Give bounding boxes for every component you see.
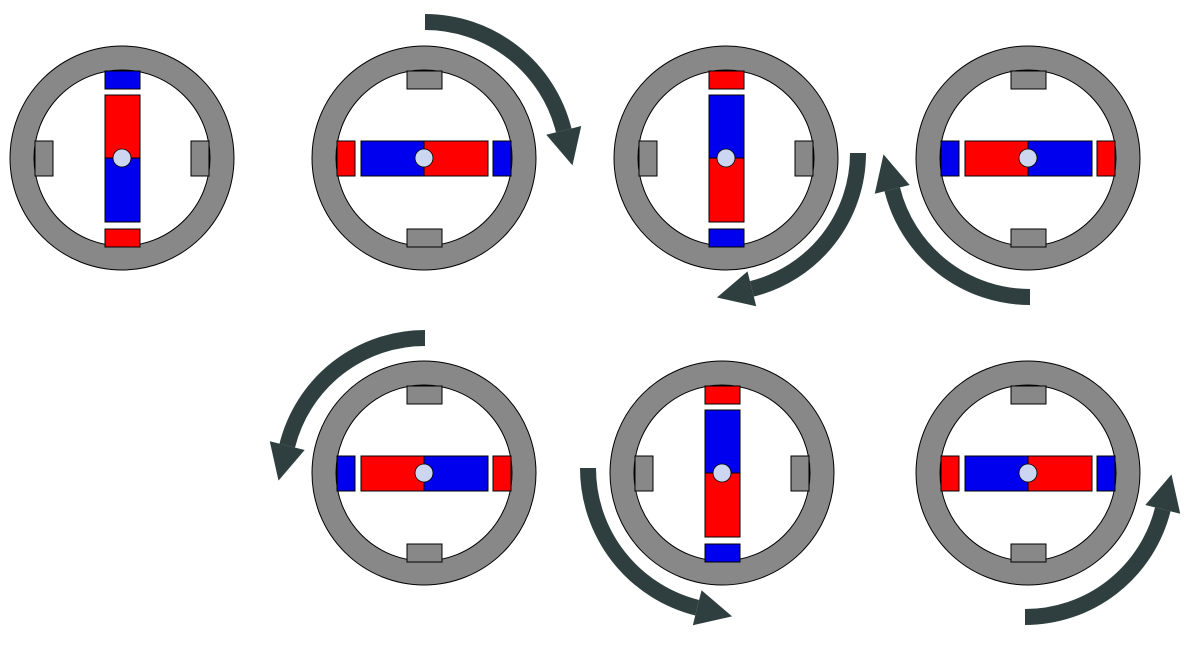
motor-step-2 bbox=[311, 45, 537, 271]
pole-left bbox=[34, 140, 54, 177]
pole-bottom bbox=[1010, 228, 1047, 248]
arrow-shaft bbox=[580, 467, 700, 616]
arrow-shaft bbox=[1024, 507, 1171, 625]
pole-top bbox=[708, 70, 745, 90]
arrow-shaft bbox=[424, 14, 572, 133]
arrow-head-icon bbox=[1145, 474, 1181, 514]
pole-bottom bbox=[406, 228, 443, 248]
motor-step-7 bbox=[915, 360, 1141, 586]
arrow-shaft bbox=[279, 330, 426, 448]
rotor-half-left bbox=[360, 140, 425, 177]
pole-bottom bbox=[1010, 543, 1047, 563]
rotor-hub bbox=[1018, 148, 1038, 168]
rotor-half-top bbox=[104, 94, 141, 159]
pole-right bbox=[492, 455, 512, 492]
rotor-half-top bbox=[708, 94, 745, 159]
motor-step-6 bbox=[609, 360, 835, 586]
pole-right bbox=[790, 455, 810, 492]
rotor-half-left bbox=[360, 455, 425, 492]
pole-left bbox=[638, 140, 658, 177]
arrow-shaft bbox=[884, 187, 1031, 305]
rotor-half-left bbox=[964, 140, 1029, 177]
motor-step-4 bbox=[915, 45, 1141, 271]
pole-top bbox=[704, 385, 741, 405]
pole-left bbox=[940, 140, 960, 177]
pole-left bbox=[336, 140, 356, 177]
rotor-half-right bbox=[1027, 455, 1093, 492]
arrow-head-icon bbox=[716, 271, 757, 307]
rotor-half-right bbox=[1027, 140, 1093, 177]
rotor-hub bbox=[112, 148, 132, 168]
motor-step-5 bbox=[311, 360, 537, 586]
arrow-head-icon bbox=[546, 126, 582, 166]
rotation-arrow-3 bbox=[874, 154, 1031, 305]
rotor-half-right bbox=[423, 455, 489, 492]
pole-left bbox=[940, 455, 960, 492]
rotor-half-right bbox=[423, 140, 489, 177]
rotor-hub bbox=[716, 148, 736, 168]
rotation-arrow-6 bbox=[1024, 474, 1181, 625]
rotor-half-bottom bbox=[104, 157, 141, 223]
motor-step-3 bbox=[613, 45, 839, 271]
pole-bottom bbox=[708, 228, 745, 248]
pole-bottom bbox=[104, 228, 141, 248]
pole-top bbox=[104, 70, 141, 90]
pole-top bbox=[1010, 385, 1047, 405]
rotor-hub bbox=[414, 463, 434, 483]
pole-bottom bbox=[704, 543, 741, 563]
rotation-arrow-2 bbox=[716, 152, 866, 307]
motor-step-1 bbox=[9, 45, 235, 271]
rotor-half-left bbox=[964, 455, 1029, 492]
rotation-arrow-5 bbox=[580, 467, 733, 626]
pole-right bbox=[492, 140, 512, 177]
rotor-half-bottom bbox=[708, 157, 745, 223]
arrow-shaft bbox=[749, 152, 866, 297]
arrow-head-icon bbox=[269, 441, 305, 481]
arrow-head-icon bbox=[874, 154, 910, 194]
pole-top bbox=[1010, 70, 1047, 90]
pole-right bbox=[190, 140, 210, 177]
pole-top bbox=[406, 70, 443, 90]
rotation-arrow-1 bbox=[424, 14, 582, 166]
pole-left bbox=[634, 455, 654, 492]
rotor-hub bbox=[1018, 463, 1038, 483]
pole-top bbox=[406, 385, 443, 405]
rotor-half-bottom bbox=[704, 472, 741, 538]
pole-left bbox=[336, 455, 356, 492]
rotor-half-top bbox=[704, 409, 741, 474]
arrow-head-icon bbox=[692, 590, 733, 626]
pole-right bbox=[1096, 455, 1116, 492]
pole-right bbox=[794, 140, 814, 177]
rotor-hub bbox=[712, 463, 732, 483]
rotor-hub bbox=[414, 148, 434, 168]
pole-bottom bbox=[406, 543, 443, 563]
rotation-arrow-4 bbox=[269, 330, 426, 481]
pole-right bbox=[1096, 140, 1116, 177]
